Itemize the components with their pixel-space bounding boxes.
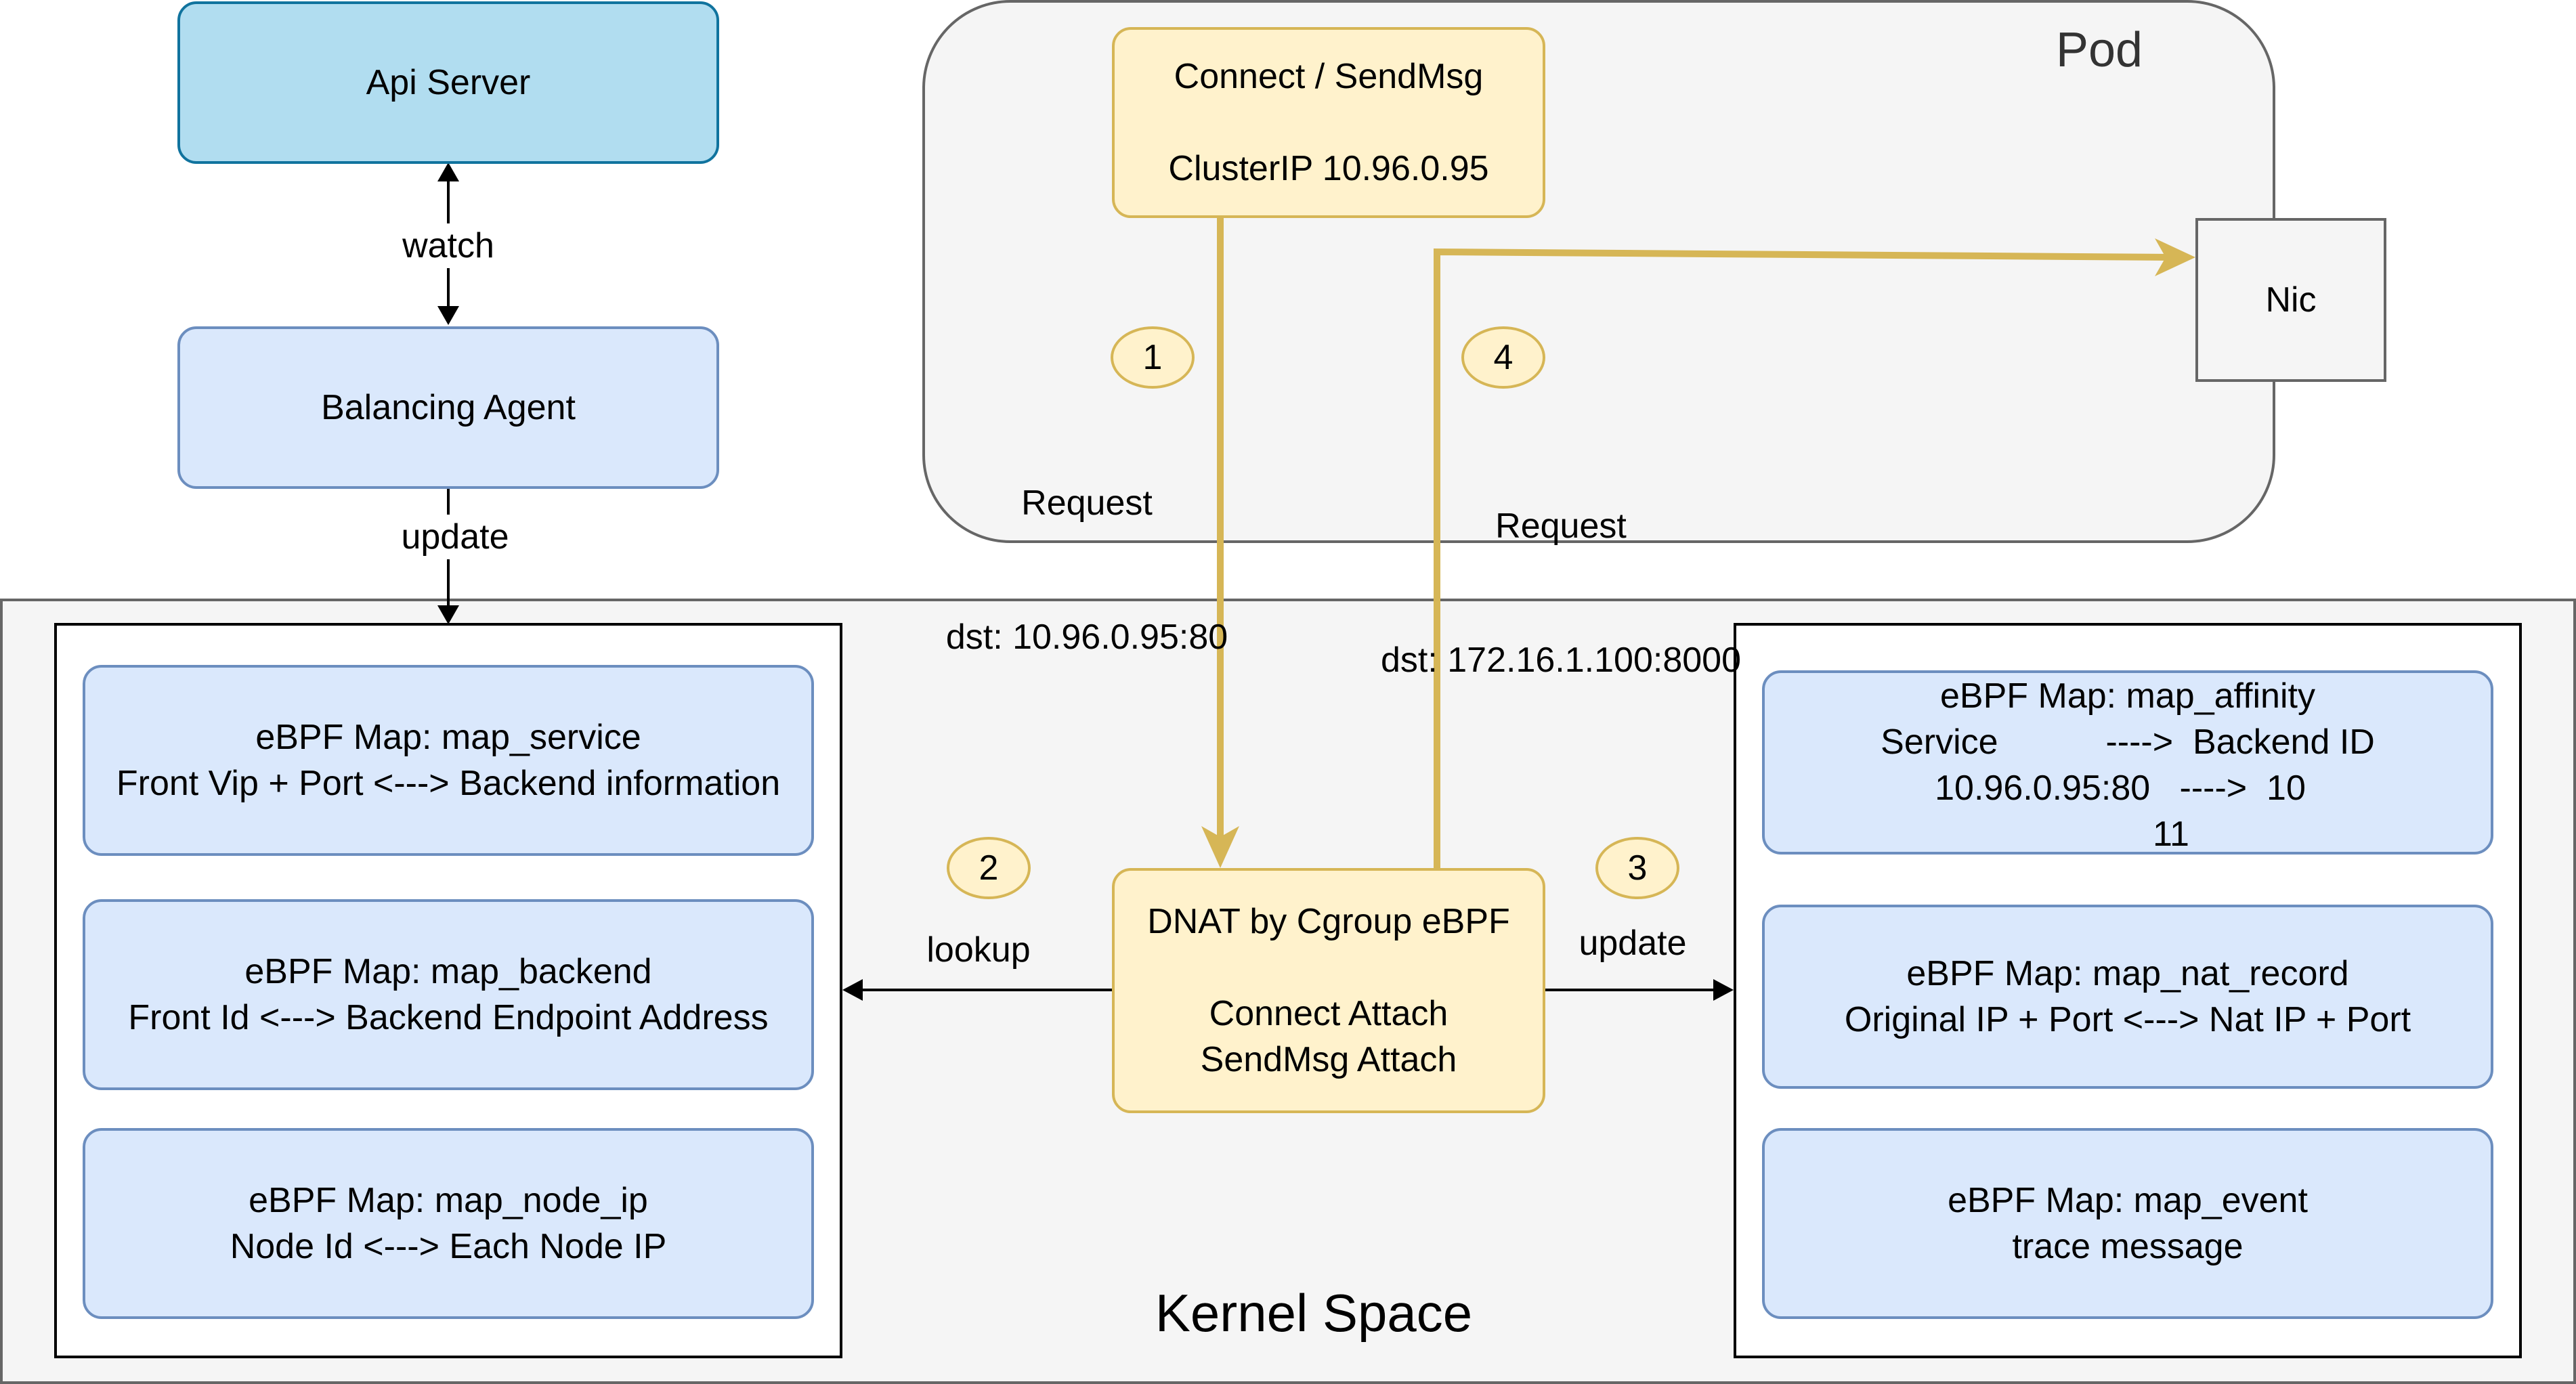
watch-edge: [437, 163, 459, 325]
update-label: update: [387, 515, 523, 559]
map-backend-title: eBPF Map: map_backend: [244, 952, 652, 991]
connect-sendmsg-box[interactable]: Connect / SendMsg ClusterIP 10.96.0.95: [1112, 27, 1545, 218]
lookup-label: lookup: [926, 930, 1031, 970]
map-event-title: eBPF Map: map_event: [1948, 1181, 2308, 1220]
cluster-ip-label: ClusterIP 10.96.0.95: [1168, 149, 1489, 188]
map-backend-box[interactable]: eBPF Map: map_backend Front Id <---> Bac…: [83, 899, 814, 1090]
lookup-edge: [842, 979, 1112, 1001]
map-node-ip-box[interactable]: eBPF Map: map_node_ip Node Id <---> Each…: [83, 1128, 814, 1319]
map-nat-record-title: eBPF Map: map_nat_record: [1906, 954, 2349, 993]
map-node-ip-title: eBPF Map: map_node_ip: [249, 1181, 648, 1220]
step-badge-3: 3: [1595, 837, 1679, 899]
update-affinity-edge: [1545, 979, 1734, 1001]
map-service-title: eBPF Map: map_service: [255, 718, 641, 757]
map-affinity-box[interactable]: eBPF Map: map_affinity Service ----> Bac…: [1762, 670, 2493, 855]
map-affinity-row-1: Service ----> Backend ID: [1881, 722, 2375, 762]
watch-label: watch: [381, 223, 516, 268]
api-server-label: Api Server: [366, 63, 531, 102]
sendmsg-attach-label: SendMsg Attach: [1200, 1040, 1457, 1079]
request-4-title: Request: [1495, 506, 1627, 546]
kernel-space-title: Kernel Space: [1155, 1283, 1473, 1343]
map-affinity-row-3: 11: [2153, 815, 2189, 854]
step-badge-2: 2: [947, 837, 1031, 899]
request-4-label: Request dst: 172.16.1.100:8000: [1354, 414, 1767, 772]
dnat-box[interactable]: DNAT by Cgroup eBPF Connect Attach SendM…: [1112, 868, 1545, 1113]
step-badge-4: 4: [1461, 326, 1545, 389]
request-1-dst: dst: 10.96.0.95:80: [945, 618, 1228, 657]
map-affinity-title: eBPF Map: map_affinity: [1940, 676, 2315, 716]
map-backend-desc: Front Id <---> Backend Endpoint Address: [128, 998, 769, 1037]
map-event-desc: trace message: [2012, 1227, 2244, 1266]
map-service-box[interactable]: eBPF Map: map_service Front Vip + Port <…: [83, 665, 814, 856]
request-1-title: Request: [1021, 483, 1153, 523]
update-edge: [437, 489, 459, 624]
request-4-flow: [1434, 238, 2195, 868]
balancing-agent-label: Balancing Agent: [321, 388, 576, 427]
map-affinity-row-2: 10.96.0.95:80 ----> 10: [1935, 769, 2306, 808]
connect-attach-label: Connect Attach: [1209, 994, 1448, 1033]
map-event-box[interactable]: eBPF Map: map_event trace message: [1762, 1128, 2493, 1319]
request-1-flow: [1201, 218, 1239, 868]
request-4-dst: dst: 172.16.1.100:8000: [1380, 641, 1741, 680]
map-nat-record-box[interactable]: eBPF Map: map_nat_record Original IP + P…: [1762, 905, 2493, 1089]
connect-sendmsg-label: Connect / SendMsg: [1174, 57, 1484, 96]
map-service-desc: Front Vip + Port <---> Backend informati…: [116, 764, 781, 803]
map-node-ip-desc: Node Id <---> Each Node IP: [230, 1227, 667, 1266]
balancing-agent-box[interactable]: Balancing Agent: [177, 326, 719, 489]
request-1-label: Request dst: 10.96.0.95:80: [921, 391, 1253, 749]
dnat-title: DNAT by Cgroup eBPF: [1147, 902, 1510, 941]
map-nat-record-desc: Original IP + Port <---> Nat IP + Port: [1844, 1000, 2411, 1039]
nic-box[interactable]: Nic: [2195, 218, 2386, 382]
nic-label: Nic: [2265, 280, 2317, 320]
update-affinity-label: update: [1579, 924, 1687, 963]
api-server-box[interactable]: Api Server: [177, 1, 719, 164]
step-badge-1: 1: [1111, 326, 1195, 389]
pod-title: Pod: [2055, 23, 2143, 77]
